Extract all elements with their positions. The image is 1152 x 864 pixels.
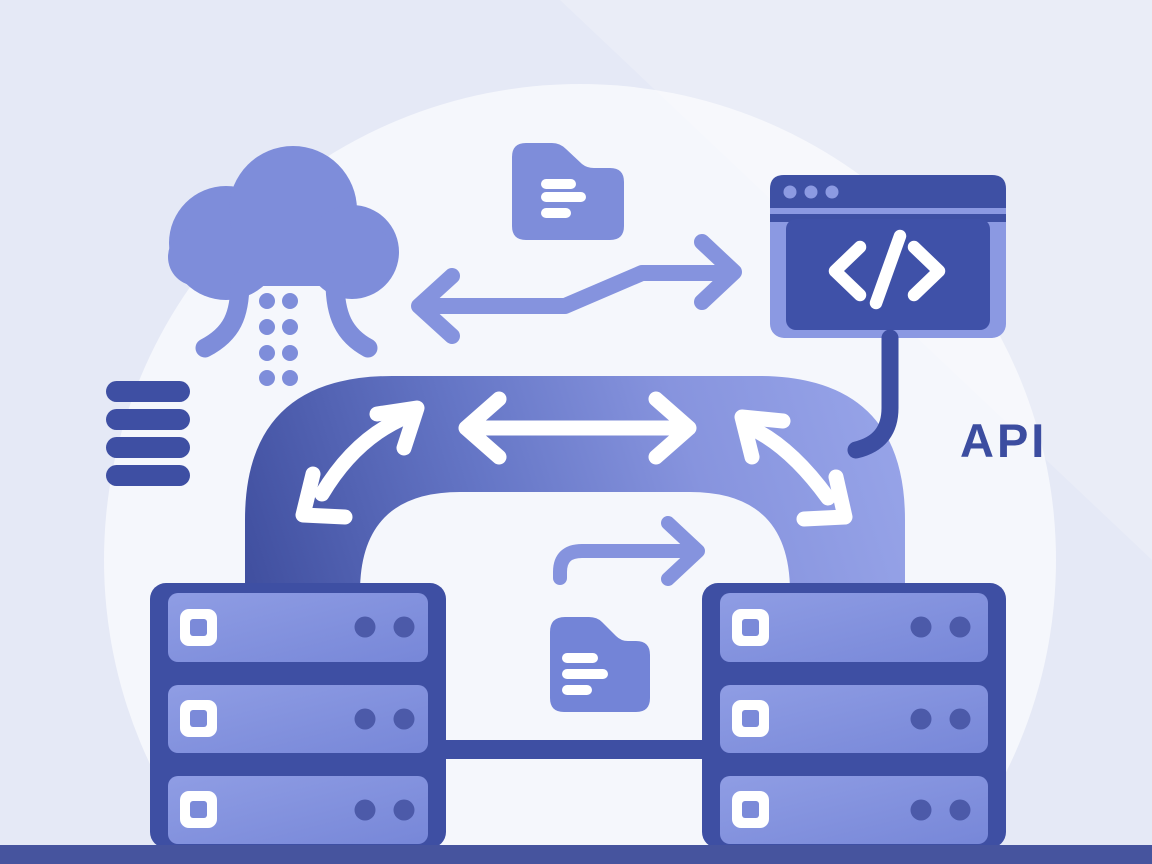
led-dots bbox=[910, 616, 971, 821]
stack-menu-icon bbox=[106, 381, 190, 486]
cloud-code-arrow bbox=[411, 234, 742, 344]
cloud-base bbox=[168, 228, 396, 286]
server-bays bbox=[720, 593, 988, 844]
server-stack-right bbox=[702, 583, 1006, 848]
server-bay bbox=[168, 776, 428, 844]
api-stem bbox=[847, 329, 899, 459]
cloud-icon bbox=[168, 146, 399, 386]
loop-arrow-right bbox=[734, 409, 853, 527]
document-lines bbox=[562, 653, 608, 695]
code-window bbox=[770, 175, 1006, 338]
server-bay bbox=[168, 593, 428, 662]
loop-arrow-center bbox=[458, 391, 697, 465]
folder-document-icon-center bbox=[550, 617, 650, 712]
server-stack-left bbox=[150, 583, 446, 848]
server-bay bbox=[720, 593, 988, 662]
server-bay bbox=[720, 685, 988, 753]
rain-dots bbox=[259, 293, 298, 386]
drive-icons bbox=[732, 609, 769, 828]
window-dots bbox=[783, 185, 839, 199]
document-lines bbox=[541, 179, 586, 218]
code-icon bbox=[828, 229, 946, 310]
window-titlebar bbox=[770, 175, 1006, 222]
server-bay bbox=[168, 685, 428, 753]
arrowhead-right bbox=[661, 516, 705, 586]
arrowhead-left bbox=[411, 268, 460, 344]
titlebar-divider bbox=[770, 208, 1006, 214]
cloud-stream-left bbox=[195, 272, 250, 358]
drive-icons bbox=[180, 609, 217, 828]
server-bays bbox=[168, 593, 428, 844]
server-connector-bar bbox=[436, 740, 712, 759]
api-label: API bbox=[960, 414, 1047, 467]
server-bay bbox=[720, 776, 988, 844]
loop-arrow-left bbox=[295, 400, 425, 525]
arrowhead-right bbox=[694, 234, 742, 310]
cloud-stream-right bbox=[325, 272, 378, 358]
hook-arrow bbox=[553, 516, 705, 586]
floor-bar bbox=[0, 845, 1152, 864]
zigzag-double-arrow-icon bbox=[420, 265, 730, 314]
led-dots bbox=[354, 616, 415, 821]
folder-document-icon-top bbox=[512, 143, 624, 240]
folder-shape bbox=[512, 143, 624, 240]
